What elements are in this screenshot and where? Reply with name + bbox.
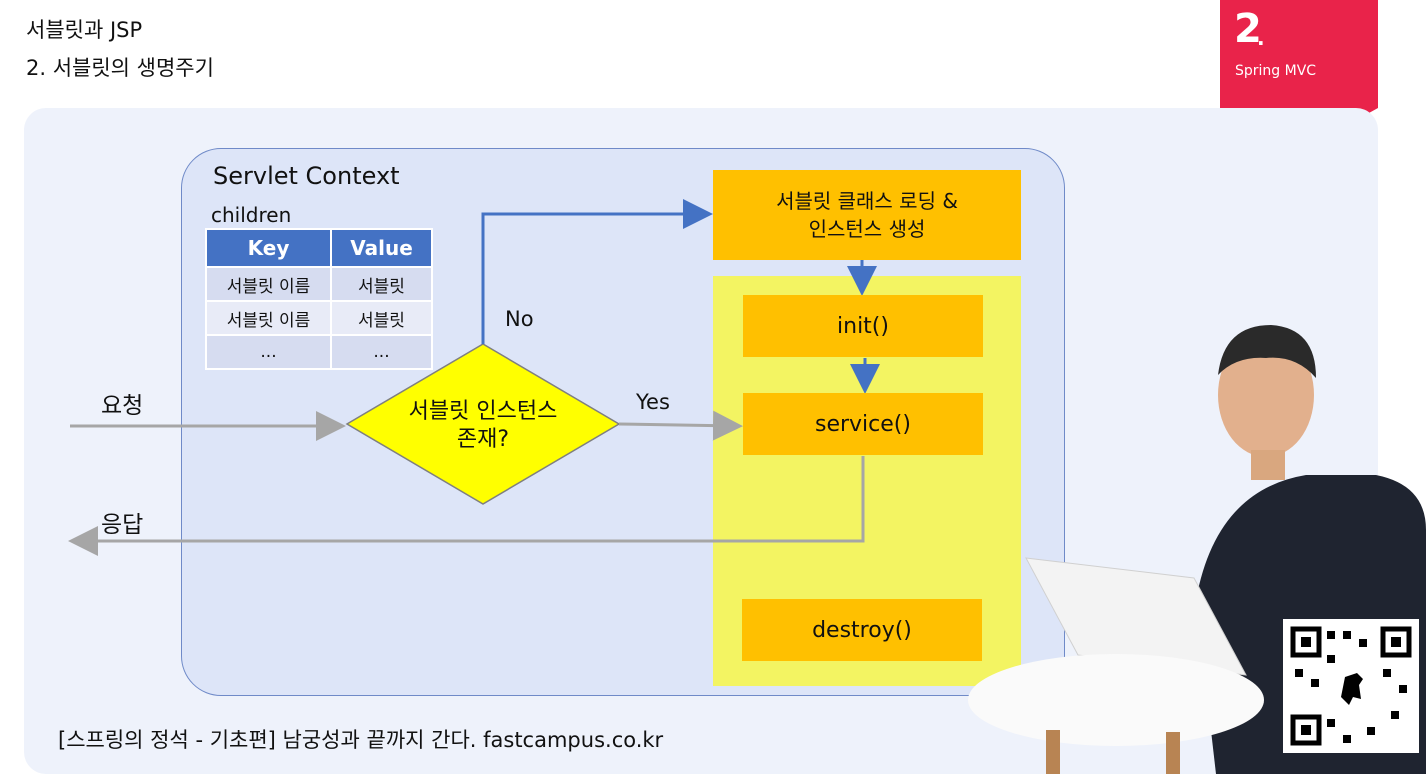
no-arrow <box>481 199 713 344</box>
class-loading-box: 서블릿 클래스 로딩 & 인스턴스 생성 <box>713 170 1021 260</box>
footer-credit: [스프링의 정석 - 기초편] 남궁성과 끝까지 간다. fastcampus.… <box>58 728 664 752</box>
load-line-1: 서블릿 클래스 로딩 & <box>776 189 958 213</box>
page-title: 서블릿과 JSP <box>26 18 143 42</box>
table-cell: 서블릿 <box>330 300 433 336</box>
table-cell: 서블릿 <box>330 266 433 302</box>
init-box: init() <box>743 295 983 357</box>
table-header-value: Value <box>330 228 433 268</box>
table-cell: ... <box>205 334 332 370</box>
request-label: 요청 <box>101 393 144 419</box>
qr-code-icon <box>1283 619 1419 753</box>
table-cell: 서블릿 이름 <box>205 266 332 302</box>
chapter-dot: . <box>1257 26 1265 50</box>
destroy-box: destroy() <box>742 599 982 661</box>
yes-label: Yes <box>636 390 670 414</box>
response-arrow <box>68 456 865 556</box>
table-cell: ... <box>330 334 433 370</box>
decision-label: 서블릿 인스턴스 존재? <box>392 398 574 454</box>
servlet-context-title: Servlet Context <box>213 162 400 190</box>
response-label: 응답 <box>101 512 144 538</box>
service-box: service() <box>743 393 983 455</box>
decision-diamond <box>345 343 621 505</box>
table-header-key: Key <box>205 228 332 268</box>
table-cell: 서블릿 이름 <box>205 300 332 336</box>
yes-arrow <box>618 410 743 441</box>
no-label: No <box>505 307 534 331</box>
table-row: 서블릿 이름 서블릿 <box>205 300 433 336</box>
children-table: Key Value 서블릿 이름 서블릿 서블릿 이름 서블릿 ... ... <box>205 228 433 370</box>
children-label: children <box>211 203 292 227</box>
chapter-label: Spring MVC <box>1235 63 1317 79</box>
chapter-number: 2 <box>1234 6 1262 52</box>
load-line-2: 인스턴스 생성 <box>808 217 926 241</box>
table-row: ... ... <box>205 334 433 370</box>
table-row: 서블릿 이름 서블릿 <box>205 266 433 302</box>
decision-line-2: 존재? <box>456 427 510 452</box>
page-subtitle: 2. 서블릿의 생명주기 <box>26 56 214 80</box>
decision-line-1: 서블릿 인스턴스 <box>408 399 558 424</box>
